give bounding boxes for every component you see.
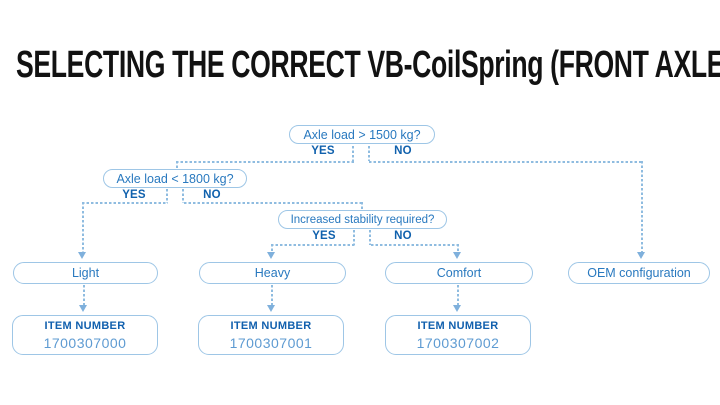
connector-line (457, 285, 459, 306)
connector-line (184, 202, 362, 204)
yes-label: YES (312, 230, 336, 242)
item-number-title: ITEM NUMBER (417, 319, 499, 332)
connector-line (271, 244, 273, 253)
connector-line (368, 146, 370, 161)
connector-line (182, 189, 184, 203)
no-label: NO (394, 145, 412, 157)
result-box-heavy: Heavy (199, 262, 346, 284)
yes-label: YES (122, 189, 146, 201)
no-label: NO (394, 230, 412, 242)
connector-line (457, 244, 459, 253)
connector-line (82, 202, 168, 204)
connector-line (176, 161, 178, 170)
connector-line (83, 285, 85, 306)
connector-line (369, 230, 371, 245)
item-number-value: 1700307001 (229, 334, 313, 351)
connector-line (361, 202, 363, 211)
down-arrowhead-icon (79, 305, 87, 312)
result-box-comfort: Comfort (385, 262, 533, 284)
page-title: SELECTING THE CORRECT VB-CoilSpring (FRO… (16, 44, 720, 86)
item-number-title: ITEM NUMBER (230, 319, 312, 332)
down-arrowhead-icon (78, 252, 86, 259)
result-box-oem-configuration: OEM configuration (568, 262, 710, 284)
connector-line (352, 146, 354, 161)
item-number-value: 1700307002 (416, 334, 500, 351)
connector-line (271, 244, 355, 246)
item-number-box: ITEM NUMBER 1700307001 (198, 315, 344, 355)
down-arrowhead-icon (453, 252, 461, 259)
connector-line (82, 202, 84, 253)
down-arrowhead-icon (267, 305, 275, 312)
connector-line (641, 161, 643, 253)
decision-box-axle-load-1500: Axle load > 1500 kg? (289, 125, 435, 144)
connector-line (353, 230, 355, 245)
item-number-title: ITEM NUMBER (44, 319, 126, 332)
down-arrowhead-icon (267, 252, 275, 259)
item-number-value: 1700307000 (43, 334, 127, 351)
connector-line (271, 285, 273, 306)
item-number-box: ITEM NUMBER 1700307002 (385, 315, 531, 355)
item-number-box: ITEM NUMBER 1700307000 (12, 315, 158, 355)
decision-box-increased-stability: Increased stability required? (278, 210, 447, 229)
result-box-light: Light (13, 262, 158, 284)
connector-line (371, 244, 459, 246)
connector-line (166, 189, 168, 203)
connector-line (176, 161, 354, 163)
down-arrowhead-icon (453, 305, 461, 312)
decision-box-axle-load-1800: Axle load < 1800 kg? (103, 169, 247, 188)
no-label: NO (203, 189, 221, 201)
connector-line (369, 161, 643, 163)
yes-label: YES (311, 145, 335, 157)
down-arrowhead-icon (637, 252, 645, 259)
